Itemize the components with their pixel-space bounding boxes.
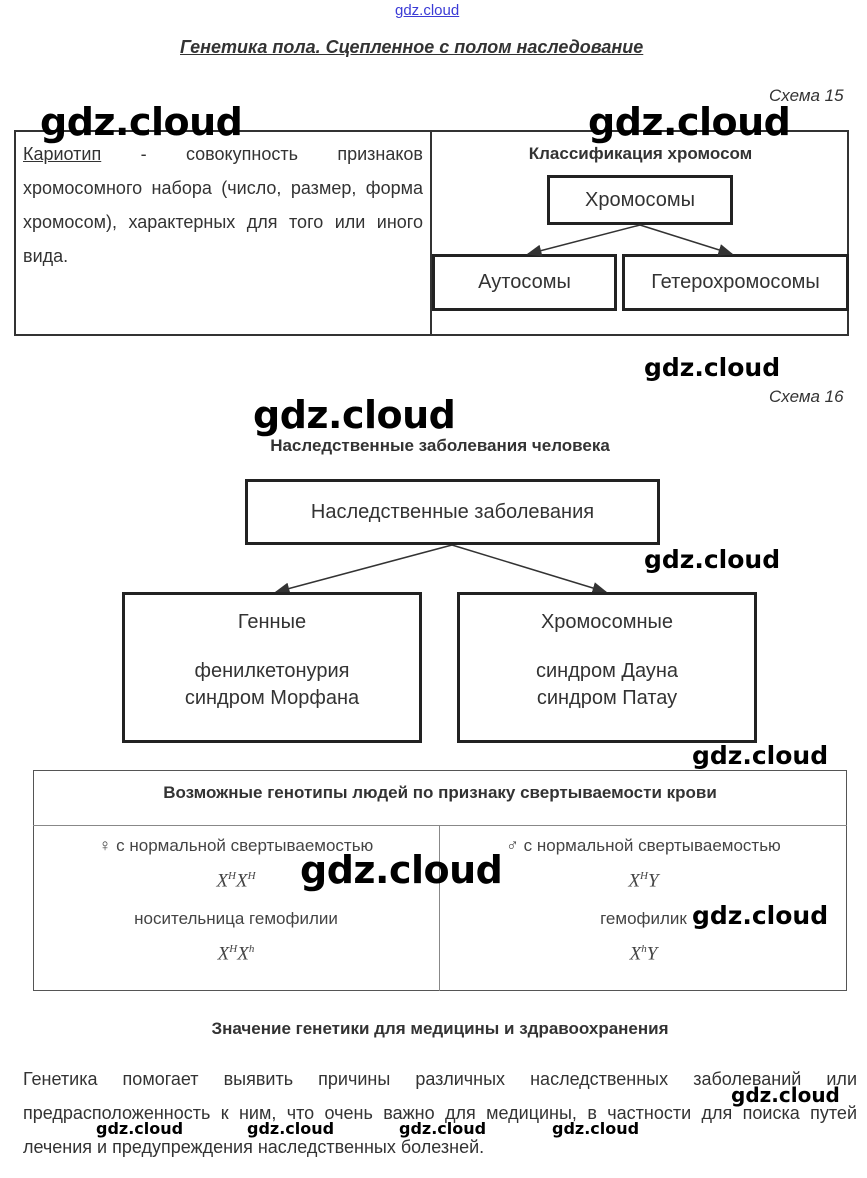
chromosomal-disease-item: синдром Патау: [536, 687, 678, 709]
watermark: gdz.cloud: [552, 1119, 640, 1138]
chromosome-classification-title: Классификация хромосом: [528, 144, 753, 163]
autosomes-box: Аутосомы: [432, 254, 617, 311]
medicine-paragraph: Генетика помогает выявить причины различ…: [23, 1069, 857, 1157]
gene-disease-item: фенилкетонурия: [194, 660, 350, 682]
arrow-to-heterochromosomes: [639, 224, 734, 256]
watermark: gdz.cloud: [644, 353, 781, 382]
hereditary-diseases-title: Наследственные заболевания человека: [270, 436, 610, 455]
gene-disease-item: синдром Морфана: [184, 687, 360, 709]
genotype-table-title: Возможные генотипы людей по признаку све…: [163, 783, 717, 802]
arrow-to-autosomes: [526, 224, 641, 257]
female-carrier-genotype: XHXh: [217, 943, 255, 965]
gene-diseases-box: Генные фенилкетонурия синдром Морфана: [122, 592, 422, 743]
female-normal-label: ♀ с нормальной свертываемостью: [98, 836, 374, 855]
watermark-top: gdz.cloud: [395, 2, 460, 19]
watermark: gdz.cloud: [399, 1119, 487, 1138]
watermark: gdz.cloud: [253, 393, 456, 437]
chromosomes-label: Хромосомы: [585, 188, 695, 211]
gene-diseases-title: Генные: [237, 611, 307, 633]
chromosomal-disease-item: синдром Дауна: [535, 660, 679, 682]
karyotype-term: Кариотип: [23, 144, 102, 164]
schema-15-divider: [430, 130, 432, 336]
heterochromosomes-box: Гетерохромосомы: [622, 254, 849, 311]
watermark: gdz.cloud: [731, 1083, 840, 1107]
karyotype-def-text: - совокупность признаков хромосомного на…: [23, 144, 423, 266]
watermark: gdz.cloud: [644, 545, 781, 574]
genotype-table-column-divider: [439, 825, 440, 991]
chromosomes-box: Хромосомы: [547, 175, 733, 225]
watermark: gdz.cloud: [247, 1119, 335, 1138]
heterochromosomes-label: Гетерохромосомы: [651, 271, 820, 293]
male-hemophiliac-label: гемофилик: [600, 909, 687, 928]
page-title: Генетика пола. Сцепленное с полом наслед…: [180, 37, 644, 57]
watermark: gdz.cloud: [692, 901, 829, 930]
schema-15-label: Схема 15: [769, 86, 844, 105]
genotype-table-header-divider: [33, 825, 847, 826]
arrow-to-chromosomal-diseases: [451, 544, 608, 594]
schema-16-label: Схема 16: [769, 387, 844, 406]
female-normal-genotype: XHXH: [216, 870, 256, 892]
watermark: gdz.cloud: [40, 100, 243, 144]
watermark: gdz.cloud: [96, 1119, 184, 1138]
watermark: gdz.cloud: [300, 848, 503, 892]
male-hemophiliac-genotype: XhY: [629, 943, 658, 965]
watermark: gdz.cloud: [588, 100, 791, 144]
medicine-title: Значение генетики для медицины и здравоо…: [211, 1019, 669, 1038]
male-normal-genotype: XHY: [628, 870, 659, 892]
chromosomal-diseases-box: Хромосомные синдром Дауна синдром Патау: [457, 592, 757, 743]
female-carrier-label: носительница гемофилии: [134, 909, 338, 928]
male-normal-label: ♂ с нормальной свертываемостью: [506, 836, 781, 855]
chromosomal-diseases-title: Хромосомные: [540, 611, 674, 633]
hereditary-diseases-label: Наследственные заболевания: [310, 500, 595, 523]
genotype-table: [33, 770, 847, 991]
autosomes-label: Аутосомы: [478, 271, 571, 293]
watermark: gdz.cloud: [692, 741, 829, 770]
arrow-to-gene-diseases: [274, 544, 453, 595]
karyotype-definition: Кариотип - совокупность признаков хромос…: [23, 137, 423, 273]
hereditary-diseases-box: Наследственные заболевания: [245, 479, 660, 545]
